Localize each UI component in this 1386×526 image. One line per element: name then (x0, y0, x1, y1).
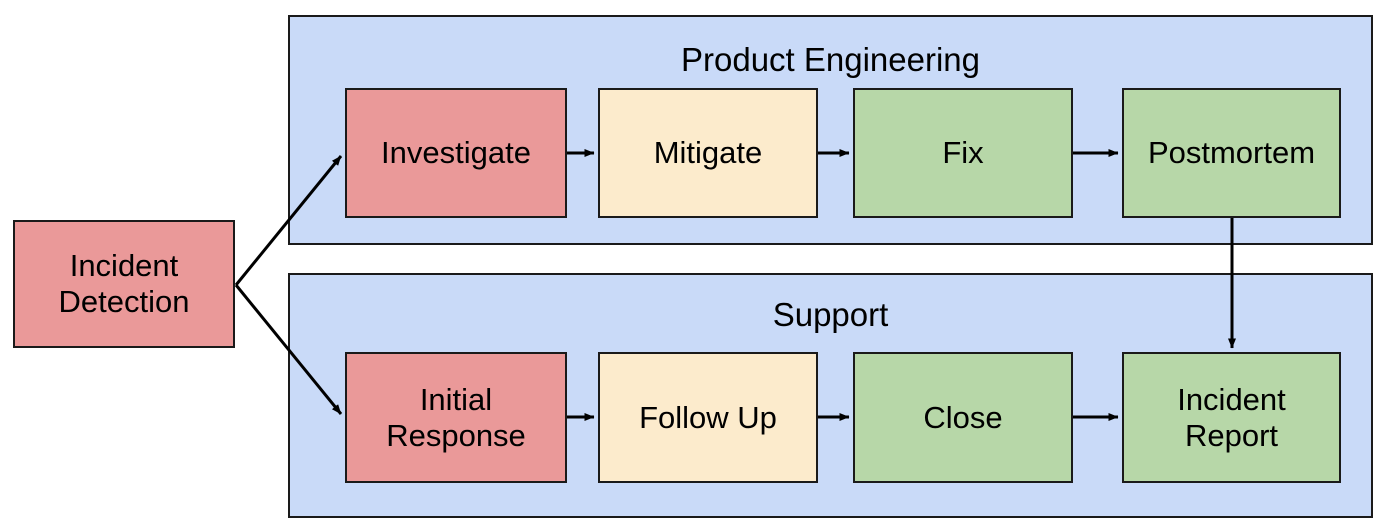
node-follow-up[interactable]: Follow Up (598, 352, 818, 483)
swimlane-title-product-engineering: Product Engineering (680, 41, 981, 78)
node-investigate[interactable]: Investigate (345, 88, 567, 218)
node-initial-response[interactable]: Initial Response (345, 352, 567, 483)
node-incident-report[interactable]: Incident Report (1122, 352, 1341, 483)
node-postmortem[interactable]: Postmortem (1122, 88, 1341, 218)
node-close[interactable]: Close (853, 352, 1073, 483)
node-mitigate[interactable]: Mitigate (598, 88, 818, 218)
swimlane-title-support: Support (772, 296, 889, 333)
node-incident-detection[interactable]: Incident Detection (13, 220, 235, 348)
node-fix[interactable]: Fix (853, 88, 1073, 218)
